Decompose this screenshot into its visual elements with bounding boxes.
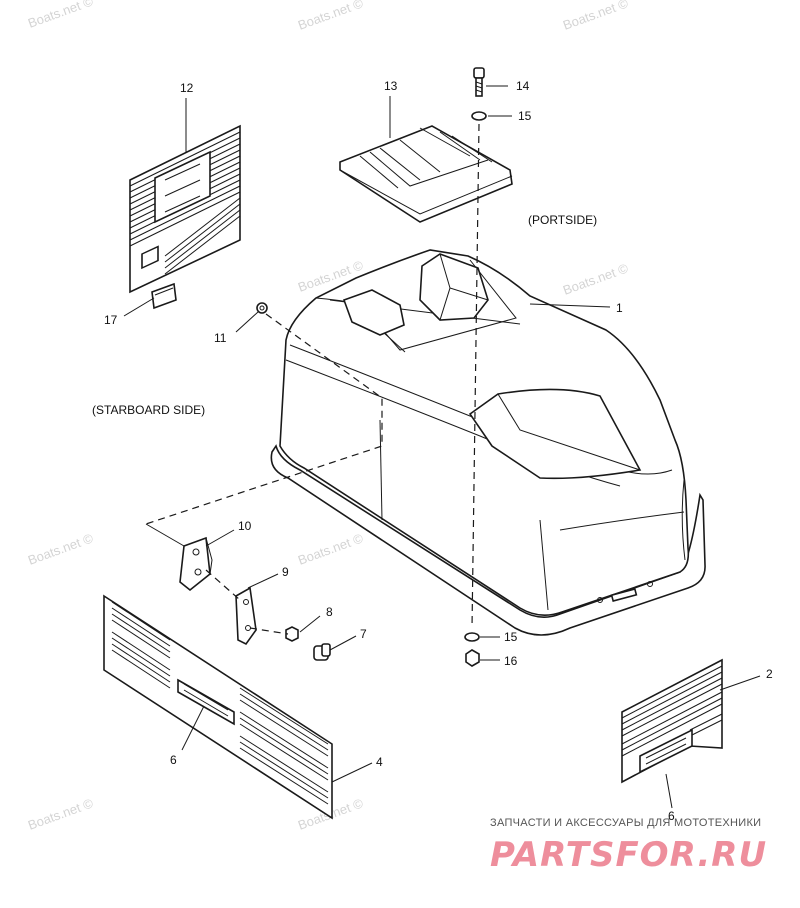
assembly-lines [145,123,480,635]
screw-11 [256,302,268,314]
decal-2 [621,658,723,784]
watermark: Boats.net © [561,260,631,298]
callout-15-bottom: 15 [504,630,518,644]
callout-6-left: 6 [170,753,177,767]
callout-11: 11 [214,331,227,345]
label-17 [151,282,177,310]
starboard-label: (STARBOARD SIDE) [92,403,205,417]
portside-label: (PORTSIDE) [528,213,597,227]
top-cap [339,125,513,223]
engine-cover [270,249,706,636]
watermark: Boats.net © [26,795,96,833]
callout-7: 7 [360,627,367,641]
callout-8: 8 [326,605,333,619]
bracket-10 [179,536,213,592]
nut-8 [285,626,299,642]
callout-4: 4 [376,755,383,769]
callout-numbers: 12 13 14 15 1 11 17 10 9 8 7 15 16 6 4 2… [104,79,773,823]
watermark: Boats.net © [296,0,366,33]
leader-lines [123,85,761,809]
watermark: Boats.net © [296,530,366,568]
callout-2: 2 [766,667,773,681]
decal-12 [129,124,241,294]
callout-15-top: 15 [518,109,532,123]
watermark: Boats.net © [26,0,96,31]
callout-1: 1 [616,301,623,315]
watermark: Boats.net © [561,0,631,33]
callout-6-right: 6 [668,809,675,823]
brand-logo: PARTSFOR.RU [490,835,767,875]
latch-plate-9 [235,586,257,646]
callout-9: 9 [282,565,289,579]
callout-16: 16 [504,654,518,668]
callout-17: 17 [104,313,118,327]
callout-10: 10 [238,519,252,533]
callout-12: 12 [180,81,194,95]
callout-14: 14 [516,79,530,93]
brand-tagline: ЗАПЧАСТИ И АКСЕССУАРЫ ДЛЯ МОТОТЕХНИКИ [490,817,761,829]
decal-panel-4 [103,594,333,820]
watermark: Boats.net © [26,530,96,568]
washer-15-top [471,111,487,121]
nut-16 [465,649,480,667]
callout-13: 13 [384,79,398,93]
bolt-7 [313,643,331,661]
washer-15-bottom [464,632,480,642]
screw-14 [473,67,485,97]
